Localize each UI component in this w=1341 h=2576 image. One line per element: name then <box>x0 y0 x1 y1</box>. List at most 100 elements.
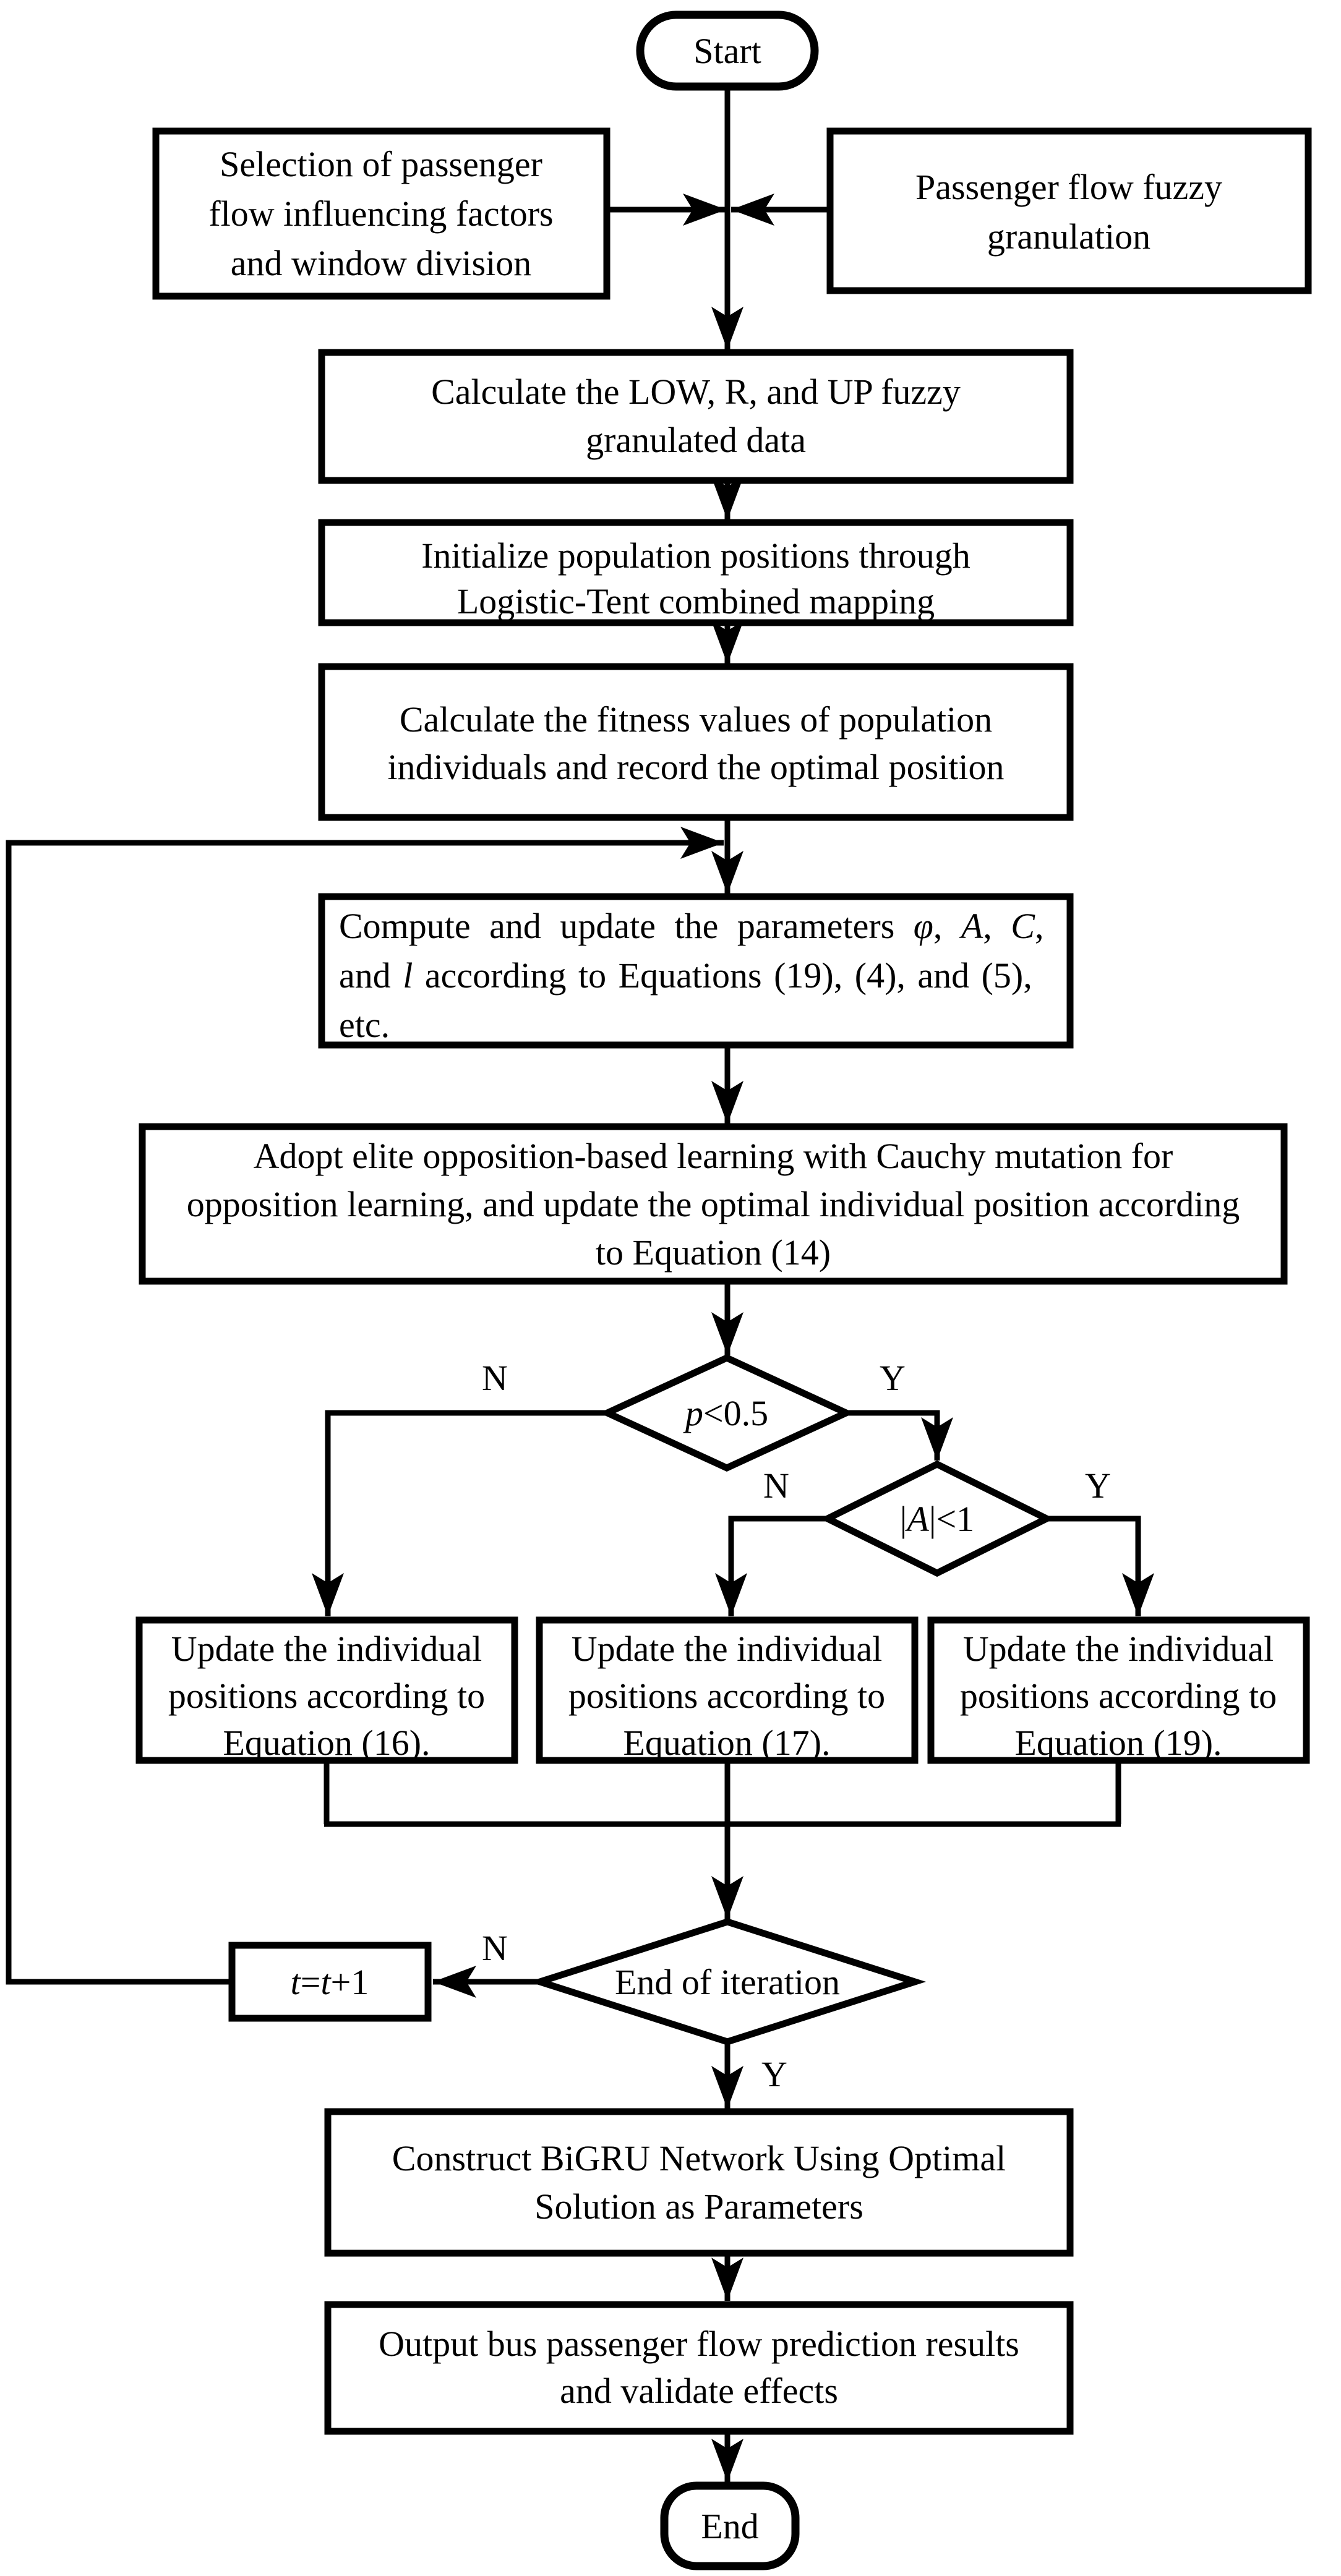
decision-a-shape <box>820 1460 1055 1577</box>
update-eq17-shape <box>536 1616 919 1764</box>
update-eq19-shape <box>927 1616 1310 1764</box>
calc-granulated-shape <box>318 349 1074 484</box>
compute-params-line2: and l according to Equations (19), (4), … <box>339 955 1032 996</box>
fuzzy-granulation-line1: Passenger flow fuzzy <box>915 167 1222 207</box>
fuzzy-granulation-shape <box>826 127 1312 294</box>
label-a-no: N <box>763 1465 789 1506</box>
end-terminal: End <box>660 2481 800 2570</box>
label-p-no: N <box>482 1358 508 1398</box>
start-terminal-shape <box>636 11 819 91</box>
decision-a: |A|<1 <box>820 1460 1055 1577</box>
node-select-factors: Selection of passenger flow influencing … <box>152 127 611 300</box>
param-a-symbol: A <box>959 906 983 946</box>
p-condition: <0.5 <box>703 1393 768 1433</box>
node-construct-bigru: Construct BiGRU Network Using Optimal So… <box>324 2108 1074 2257</box>
a-condition: |<1 <box>929 1499 974 1539</box>
update-eq19-line3: Equation (19). <box>1014 1723 1222 1763</box>
elite-opposition-line2: opposition learning, and update the opti… <box>187 1184 1240 1224</box>
init-population-shape <box>318 519 1074 626</box>
end-label: End <box>701 2506 758 2546</box>
update-eq17-line3: Equation (17). <box>623 1723 830 1763</box>
label-p-yes: Y <box>880 1358 906 1398</box>
label-iteration-yes: Y <box>761 2054 787 2094</box>
node-output-results: Output bus passenger flow prediction res… <box>324 2301 1074 2435</box>
output-results-line1: Output bus passenger flow prediction res… <box>379 2324 1019 2364</box>
elite-opposition-line3: to Equation (14) <box>596 1232 831 1273</box>
node-update-eq17: Update the individual positions accordin… <box>536 1616 919 1764</box>
node-fuzzy-granulation: Passenger flow fuzzy granulation <box>826 127 1312 294</box>
output-results-shape <box>324 2301 1074 2435</box>
edge-decision-p-yes-branch <box>846 1410 953 1461</box>
end-terminal-shape <box>660 2481 800 2570</box>
abs-bar: | <box>900 1499 907 1539</box>
update-eq19-line1: Update the individual <box>963 1629 1274 1669</box>
edge-loop-back <box>6 827 724 1985</box>
equals-sign: = <box>301 1962 321 2002</box>
edge-decision-a-yes-branch <box>1047 1516 1154 1616</box>
update-eq19-line2: positions according to <box>960 1676 1277 1716</box>
compute-params-line3: etc. <box>339 1005 390 1045</box>
decision-a-label: |A|<1 <box>900 1499 974 1539</box>
compute-params-line1: Compute and update the parameters φ, A, … <box>339 906 1043 946</box>
select-factors-line2: flow influencing factors <box>208 194 553 234</box>
a-symbol: A <box>904 1499 929 1539</box>
phi-symbol: φ <box>914 906 933 946</box>
node-calc-fitness: Calculate the fitness values of populati… <box>318 663 1074 821</box>
calc-fitness-shape <box>318 663 1074 821</box>
node-calc-granulated: Calculate the LOW, R, and UP fuzzy granu… <box>318 349 1074 484</box>
node-t-increment: t=t+1 <box>228 1942 432 2022</box>
compute-params-sep2: , <box>983 906 1011 946</box>
fuzzy-granulation-line2: granulation <box>987 216 1150 257</box>
decision-iteration-label: End of iteration <box>615 1962 840 2002</box>
t-symbol-1: t <box>291 1962 302 2002</box>
calc-fitness-line1: Calculate the fitness values of populati… <box>400 699 992 740</box>
node-compute-params: Compute and update the parameters φ, A, … <box>318 893 1074 1049</box>
update-eq17-line1: Update the individual <box>572 1629 883 1669</box>
node-update-eq19: Update the individual positions accordin… <box>927 1616 1310 1764</box>
start-terminal: Start <box>636 11 819 91</box>
update-eq17-line2: positions according to <box>568 1676 885 1716</box>
compute-params-shape <box>318 893 1074 1049</box>
calc-granulated-line2: granulated data <box>586 420 806 460</box>
init-population-line2: Logistic-Tent combined mapping <box>457 581 935 621</box>
construct-bigru-line2: Solution as Parameters <box>534 2186 863 2227</box>
construct-bigru-shape <box>324 2108 1074 2257</box>
select-factors-line3: and window division <box>231 243 532 283</box>
t-symbol-2: t <box>321 1962 332 2002</box>
param-l-symbol: l <box>403 955 413 996</box>
update-eq16-shape <box>135 1616 518 1764</box>
p-symbol: p <box>683 1393 703 1433</box>
compute-params-comma: , <box>1035 906 1044 946</box>
update-eq16-line1: Update the individual <box>171 1629 482 1669</box>
elite-opposition-line1: Adopt elite opposition-based learning wi… <box>254 1136 1173 1176</box>
label-iteration-no: N <box>482 1928 508 1968</box>
update-eq16-line3: Equation (16). <box>223 1723 430 1763</box>
compute-params-sep1: , <box>933 906 961 946</box>
decision-p-shape <box>599 1354 855 1472</box>
decision-iteration: End of iteration <box>528 1918 927 2045</box>
compute-params-line2-rest: according to Equations (19), (4), and (5… <box>413 955 1032 996</box>
t-increment-shape <box>228 1942 432 2022</box>
param-c-symbol: C <box>1011 906 1035 946</box>
select-factors-line1: Selection of passenger <box>220 144 542 184</box>
t-increment-label: t=t+1 <box>291 1962 369 2002</box>
edge-decision-p-no-branch <box>312 1410 607 1616</box>
node-init-population: Initialize population positions through … <box>318 519 1074 626</box>
compute-params-line2-text: and <box>339 955 403 996</box>
start-label: Start <box>693 31 761 71</box>
update-eq16-line2: positions according to <box>168 1676 485 1716</box>
construct-bigru-line1: Construct BiGRU Network Using Optimal <box>392 2138 1006 2178</box>
elite-opposition-shape <box>139 1123 1288 1285</box>
calc-fitness-line2: individuals and record the optimal posit… <box>387 747 1004 787</box>
node-update-eq16: Update the individual positions accordin… <box>135 1616 518 1764</box>
output-results-line2: and validate effects <box>560 2371 838 2411</box>
select-factors-shape <box>152 127 611 300</box>
node-elite-opposition: Adopt elite opposition-based learning wi… <box>139 1123 1288 1285</box>
compute-params-line1-text: Compute and update the parameters <box>339 906 914 946</box>
decision-p-label: p<0.5 <box>683 1393 768 1433</box>
decision-iteration-shape <box>528 1918 927 2045</box>
plus-one: +1 <box>331 1962 369 2002</box>
label-a-yes: Y <box>1085 1465 1111 1506</box>
edge-decision-a-no-branch <box>715 1516 828 1616</box>
